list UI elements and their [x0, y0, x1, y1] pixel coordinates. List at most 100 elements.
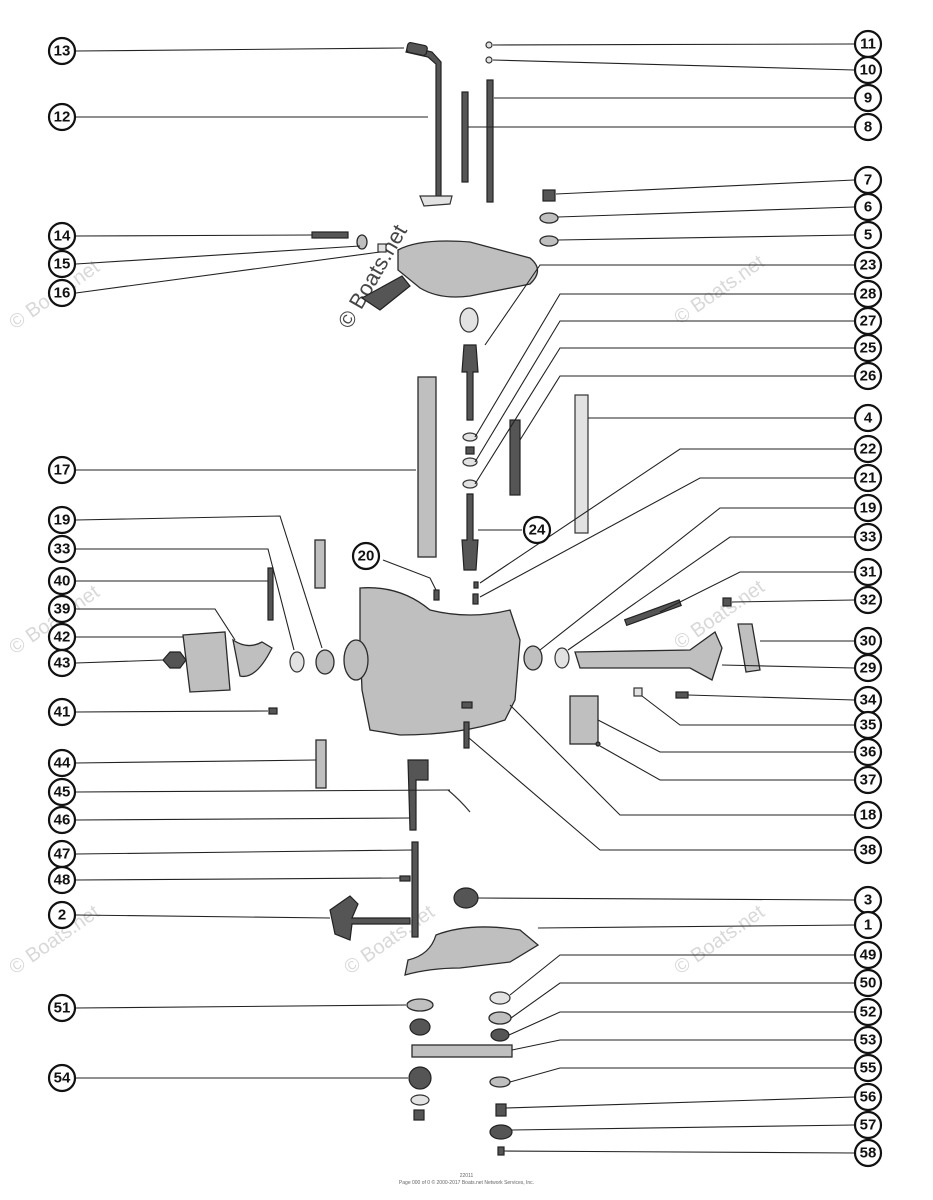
callout-19-right: 19 [853, 493, 883, 523]
svg-text:1: 1 [864, 917, 872, 934]
svg-text:36: 36 [860, 744, 877, 761]
svg-text:52: 52 [860, 1004, 877, 1021]
svg-text:56: 56 [860, 1089, 877, 1106]
callout-3: 3 [853, 885, 883, 915]
callout-50: 50 [853, 968, 883, 998]
callout-2: 2 [47, 900, 77, 930]
callouts: 13 12 14 15 16 17 19 33 40 39 42 43 41 4… [47, 29, 883, 1168]
tilt-lever-29 [574, 631, 723, 681]
svg-text:16: 16 [54, 285, 71, 302]
washer-15 [356, 234, 368, 250]
callout-16: 16 [47, 278, 77, 308]
bushing-52 [490, 1028, 510, 1042]
callout-46: 46 [47, 805, 77, 835]
washer-23 [459, 307, 479, 333]
callout-49: 49 [853, 940, 883, 970]
svg-text:39: 39 [54, 601, 71, 618]
svg-text:19: 19 [860, 500, 877, 517]
svg-text:58: 58 [860, 1145, 877, 1162]
svg-text:30: 30 [860, 633, 877, 650]
washer-33-left [289, 651, 305, 673]
washer-5 [539, 235, 559, 247]
svg-text:38: 38 [860, 842, 877, 859]
callout-30: 30 [853, 626, 883, 656]
screw-41 [268, 707, 278, 715]
nut-35 [633, 687, 643, 697]
nut-11 [485, 41, 493, 49]
callout-24: 24 [522, 515, 552, 545]
svg-text:53: 53 [860, 1032, 877, 1049]
nut-32 [722, 597, 732, 607]
callout-52: 52 [853, 997, 883, 1027]
svg-text:12: 12 [54, 109, 71, 126]
lower-bracket [404, 926, 540, 976]
footer-code: 22011 [459, 1173, 474, 1179]
svg-text:44: 44 [54, 755, 71, 772]
callout-14: 14 [47, 221, 77, 251]
bolt-31 [623, 599, 682, 627]
svg-text:18: 18 [860, 807, 877, 824]
callout-18: 18 [853, 800, 883, 830]
svg-text:46: 46 [54, 812, 71, 829]
oring-25 [462, 457, 478, 467]
washer-54b [410, 1094, 430, 1106]
callout-10: 10 [853, 55, 883, 85]
oring-27 [462, 432, 478, 442]
svg-text:47: 47 [54, 846, 71, 863]
svg-text:57: 57 [860, 1117, 877, 1134]
swivel-housing [359, 587, 521, 736]
callout-31: 31 [853, 557, 883, 587]
callout-48: 48 [47, 865, 77, 895]
svg-text:51: 51 [54, 1000, 71, 1017]
svg-text:33: 33 [860, 529, 877, 546]
callout-55: 55 [853, 1053, 883, 1083]
svg-text:50: 50 [860, 975, 877, 992]
pin-48 [399, 875, 411, 882]
pin-22 [473, 581, 479, 589]
callout-44: 44 [47, 748, 77, 778]
pad-36 [569, 695, 599, 745]
callout-38: 38 [853, 835, 883, 865]
svg-text:33: 33 [54, 541, 71, 558]
cap-3 [453, 887, 479, 909]
svg-text:37: 37 [860, 772, 877, 789]
callout-21: 21 [853, 463, 883, 493]
callout-33-left: 33 [47, 534, 77, 564]
bolt-40 [267, 567, 274, 621]
svg-text:43: 43 [54, 655, 71, 672]
callout-29: 29 [853, 653, 883, 683]
svg-text:42: 42 [54, 629, 71, 646]
svg-text:31: 31 [860, 564, 877, 581]
svg-text:20: 20 [358, 548, 375, 565]
bushing-left [409, 1018, 431, 1036]
svg-text:14: 14 [54, 228, 71, 245]
leader-lines [75, 43, 855, 1154]
callout-23: 23 [853, 250, 883, 280]
svg-text:35: 35 [860, 717, 877, 734]
svg-text:48: 48 [54, 872, 71, 889]
stud-20 [433, 589, 440, 601]
callout-25: 25 [853, 333, 883, 363]
clamp-42 [182, 631, 231, 693]
washer-33-right [554, 647, 570, 669]
callout-33-right: 33 [853, 522, 883, 552]
callout-58: 58 [853, 1138, 883, 1168]
svg-text:55: 55 [860, 1060, 877, 1077]
callout-28: 28 [853, 279, 883, 309]
callout-12: 12 [47, 102, 77, 132]
clamp-39 [232, 638, 273, 678]
svg-text:10: 10 [860, 62, 877, 79]
svg-text:49: 49 [860, 947, 877, 964]
fitting-26 [465, 446, 475, 455]
callout-37: 37 [853, 765, 883, 795]
screw-34 [675, 691, 689, 699]
svg-text:40: 40 [54, 573, 71, 590]
svg-text:9: 9 [864, 90, 872, 107]
svg-text:23: 23 [860, 257, 877, 274]
washer-55 [489, 1076, 511, 1088]
spacer [509, 419, 521, 496]
nut-16 [377, 243, 387, 253]
screw-54c [413, 1109, 425, 1121]
callout-20: 20 [351, 541, 381, 571]
